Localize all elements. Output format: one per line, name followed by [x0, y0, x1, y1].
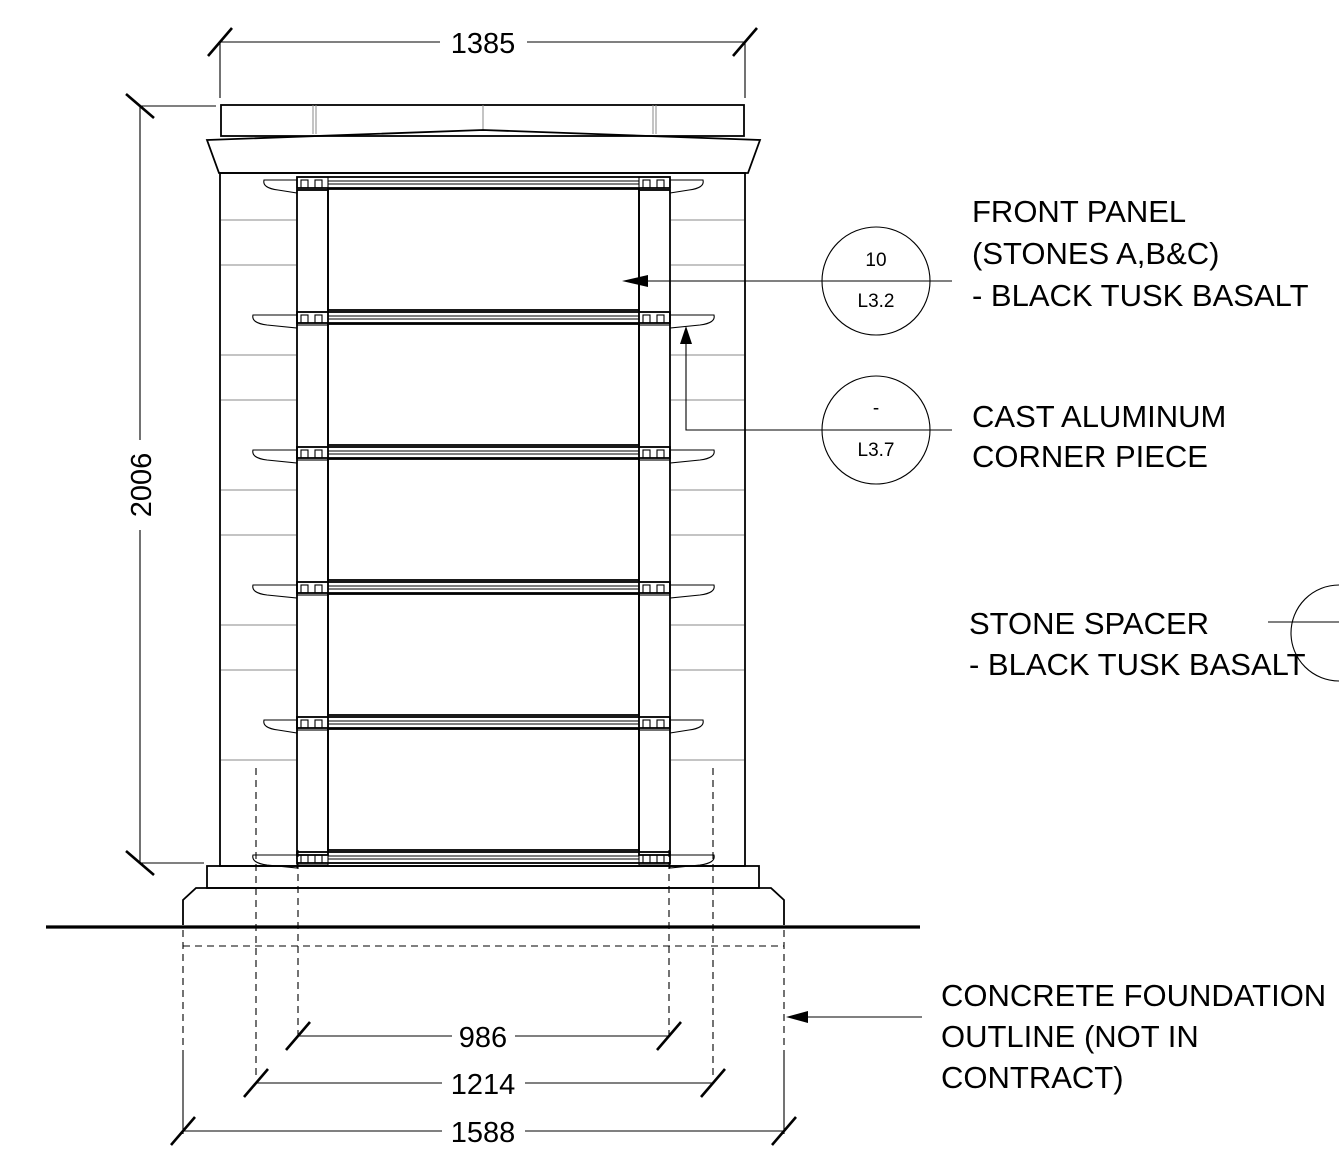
callout-front-panel: 10 L3.2 FRONT PANEL (STONES A,B&C) - BLA…: [622, 194, 1309, 336]
bracket-slot: [642, 584, 651, 594]
bracket-slot: [314, 719, 323, 729]
bracket-slot: [642, 314, 651, 324]
callout-corner-piece: - L3.7 CAST ALUMINUM CORNER PIECE: [680, 326, 1226, 485]
corner-piece-right: [669, 179, 704, 194]
bracket-slot: [300, 719, 309, 729]
dimension-top-width: 1385: [207, 27, 758, 98]
bracket: [638, 581, 671, 596]
bracket-slot: [314, 854, 323, 864]
bracket-slot: [314, 179, 323, 189]
left-post: [296, 189, 329, 856]
stone-courses: [221, 219, 744, 761]
bracket: [296, 176, 329, 191]
bracket-slot: [314, 314, 323, 324]
bracket-slot: [642, 179, 651, 189]
corner-piece-left: [252, 584, 298, 599]
bracket-slot: [656, 584, 665, 594]
dim-top-width-label: 1385: [451, 28, 516, 60]
bracket: [638, 176, 671, 191]
front-panel-note-line-2: (STONES A,B&C): [972, 236, 1220, 271]
stone-spacer: [327, 323, 640, 446]
bracket: [296, 581, 329, 596]
front-panel-note-line-1: FRONT PANEL: [972, 194, 1186, 229]
bracket: [638, 446, 671, 461]
top-cap: [205, 104, 762, 174]
stone-spacer: [327, 593, 640, 716]
stone-spacer-note-line-2: - BLACK TUSK BASALT: [969, 647, 1306, 682]
rail: [296, 311, 671, 324]
stone-spacer: [327, 458, 640, 581]
dim-base-width-label: 1588: [451, 1117, 516, 1149]
stone-spacer: [327, 728, 640, 851]
corner-piece-left: [263, 179, 298, 194]
bracket-slot: [300, 449, 309, 459]
rail: [296, 716, 671, 729]
bracket-slot: [656, 179, 665, 189]
corner-piece-right: [669, 719, 704, 734]
bracket-slot: [300, 854, 309, 864]
foundation-note-line-1: CONCRETE FOUNDATION: [941, 978, 1326, 1013]
dimension-mid-width: 1214: [243, 1068, 726, 1101]
corner-piece-right: [669, 854, 715, 869]
front-panel-bubble-bottom: L3.2: [858, 291, 895, 312]
bracket-slot: [656, 314, 665, 324]
rail: [296, 851, 671, 864]
corner-piece-left: [252, 854, 298, 869]
right-post: [638, 189, 671, 856]
rail: [296, 446, 671, 459]
front-panel-bubble-top: 10: [865, 250, 886, 271]
dim-inner-width-label: 986: [459, 1022, 507, 1054]
bracket-slot: [314, 584, 323, 594]
dimension-inner-width: 986: [285, 1021, 682, 1054]
corner-piece-bubble-bottom: L3.7: [858, 440, 895, 461]
stone-spacer-note-line-1: STONE SPACER: [969, 606, 1209, 641]
rail: [296, 176, 671, 189]
corner-piece-bubble-top: -: [873, 398, 879, 419]
front-panel-note-line-3: - BLACK TUSK BASALT: [972, 278, 1309, 313]
corner-piece-note-line-2: CORNER PIECE: [972, 439, 1208, 474]
bracket-slot: [300, 584, 309, 594]
rail: [296, 581, 671, 594]
corner-piece-right: [669, 449, 715, 464]
bracket: [296, 716, 329, 731]
bracket: [638, 311, 671, 326]
column-body: [219, 172, 746, 867]
corner-piece-right: [669, 584, 715, 599]
bracket: [638, 851, 671, 866]
corner-piece-right: [669, 314, 715, 329]
corner-piece-note-line-1: CAST ALUMINUM: [972, 399, 1226, 434]
dim-height-label: 2006: [126, 453, 158, 518]
base-plinth: [182, 865, 785, 925]
bracket-slot: [642, 719, 651, 729]
bracket-slot: [300, 314, 309, 324]
corner-piece-left: [263, 719, 298, 734]
foundation-note-line-2: OUTLINE (NOT IN: [941, 1019, 1199, 1054]
bracket-slot: [642, 854, 651, 864]
bracket-slot: [656, 449, 665, 459]
dim-mid-width-label: 1214: [451, 1069, 516, 1101]
callout-foundation: CONCRETE FOUNDATION OUTLINE (NOT IN CONT…: [786, 978, 1326, 1095]
bracket-slot: [314, 449, 323, 459]
bracket-slot: [300, 179, 309, 189]
bracket: [296, 851, 329, 866]
front-panel-assembly: [252, 176, 715, 869]
corner-piece-left: [252, 314, 298, 329]
bracket-slot: [656, 719, 665, 729]
bracket: [296, 311, 329, 326]
bracket: [638, 716, 671, 731]
bracket-slot: [656, 854, 665, 864]
bracket: [296, 446, 329, 461]
foundation-note-line-3: CONTRACT): [941, 1060, 1124, 1095]
dimension-base-width: 1588: [170, 1050, 797, 1149]
dimension-height: 2006: [125, 93, 216, 876]
corner-piece-left: [252, 449, 298, 464]
foundation-outline: [182, 768, 785, 1080]
stone-spacer: [327, 188, 640, 311]
callout-stone-spacer: STONE SPACER - BLACK TUSK BASALT: [969, 584, 1339, 682]
bracket-slot: [642, 449, 651, 459]
